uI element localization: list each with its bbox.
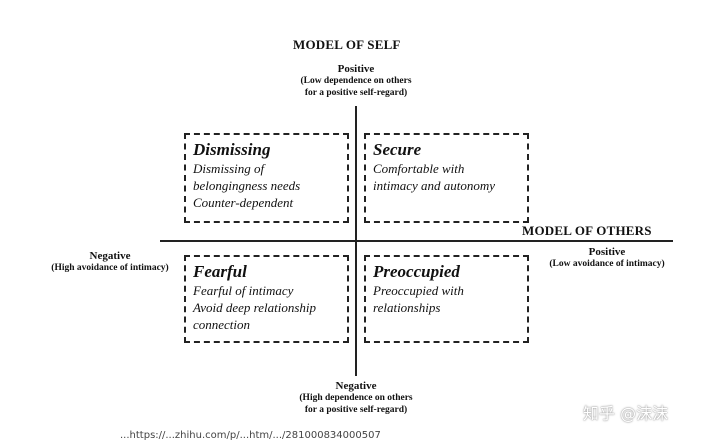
dismissing-line: Counter-dependent (193, 195, 294, 210)
self-positive-label-group: Positive (Low dependence on others for a… (276, 63, 436, 99)
model-of-self-title: MODEL OF SELF (293, 37, 401, 52)
self-positive-label: Positive (337, 63, 375, 75)
secure-box: Secure Comfortable with intimacy and aut… (364, 133, 529, 223)
others-positive-desc: (Low avoidance of intimacy) (549, 259, 665, 269)
self-negative-desc-line2: for a positive self-regard) (304, 405, 408, 415)
others-negative-label-group: Negative (High avoidance of intimacy) (30, 250, 190, 274)
dismissing-box: Dismissing Dismissing of belongingness n… (184, 133, 349, 223)
horizontal-axis (160, 240, 673, 242)
others-positive-label-group: Positive (Low avoidance of intimacy) (532, 246, 682, 270)
fearful-title: Fearful (193, 262, 247, 281)
secure-title: Secure (373, 140, 422, 159)
preoccupied-line: relationships (373, 300, 441, 315)
fearful-line: Avoid deep relationship (193, 300, 316, 315)
dismissing-title: Dismissing (193, 140, 271, 159)
self-positive-desc-line1: (Low dependence on others (300, 76, 412, 86)
self-negative-desc-line1: (High dependence on others (299, 393, 413, 403)
zhihu-watermark: 知乎 @沫沫 (583, 404, 669, 423)
others-positive-label: Positive (588, 246, 626, 258)
dismissing-line: Dismissing of (193, 161, 265, 176)
self-negative-label-group: Negative (High dependence on others for … (276, 380, 436, 416)
preoccupied-title: Preoccupied (373, 262, 460, 281)
preoccupied-line: Preoccupied with (373, 283, 464, 298)
secure-line: Comfortable with (373, 161, 465, 176)
dismissing-line: belongingness needs (193, 178, 301, 193)
others-negative-label: Negative (89, 250, 131, 262)
self-positive-desc-line2: for a positive self-regard) (304, 88, 408, 98)
preoccupied-box: Preoccupied Preoccupied with relationshi… (364, 255, 529, 343)
secure-line: intimacy and autonomy (373, 178, 496, 193)
self-negative-label: Negative (335, 380, 377, 392)
source-url-fragment: ...https://...zhihu.com/p/...htm/.../281… (120, 430, 381, 441)
fearful-line: Fearful of intimacy (193, 283, 294, 298)
others-negative-desc: (High avoidance of intimacy) (51, 263, 169, 273)
fearful-line: connection (193, 317, 251, 332)
fearful-box: Fearful Fearful of intimacy Avoid deep r… (184, 255, 349, 343)
model-of-others-title: MODEL OF OTHERS (522, 223, 652, 238)
